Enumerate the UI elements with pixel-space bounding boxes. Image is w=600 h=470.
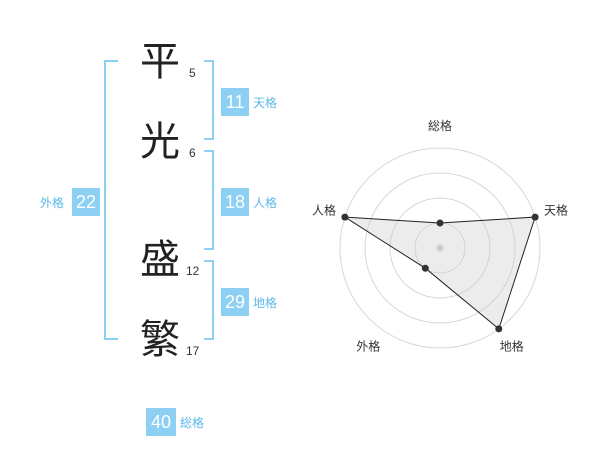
jinkaku-bracket bbox=[204, 150, 214, 250]
chikaku-value: 29 bbox=[221, 288, 249, 316]
stroke-count-4: 17 bbox=[186, 344, 200, 358]
radar-point-3 bbox=[495, 325, 503, 333]
radar-axis-label-1: 総格 bbox=[428, 118, 452, 133]
radar-ring-3 bbox=[364, 172, 516, 324]
radar-axis-label-3: 地格 bbox=[500, 339, 524, 354]
stroke-count-2: 6 bbox=[189, 146, 196, 160]
soukaku-label: 総格 bbox=[180, 416, 205, 430]
radar-point-2 bbox=[531, 213, 539, 221]
chikaku-bracket bbox=[204, 260, 214, 340]
jinkaku-value: 18 bbox=[221, 188, 249, 216]
radar-axis-label-5: 人格 bbox=[312, 202, 336, 217]
jinkaku-label: 人格 bbox=[253, 196, 278, 210]
tenkaku-value: 11 bbox=[221, 88, 249, 116]
soukaku-value: 40 bbox=[146, 408, 176, 436]
tenkaku-label: 天格 bbox=[253, 96, 278, 110]
radar-ring-4 bbox=[339, 147, 541, 349]
name-char-1: 平 bbox=[140, 39, 180, 85]
tenkaku-bracket bbox=[204, 60, 214, 140]
radar-center-dot bbox=[436, 244, 444, 252]
radar-ring-2 bbox=[389, 197, 491, 299]
stroke-count-1: 5 bbox=[189, 66, 196, 80]
name-char-3: 盛 bbox=[140, 237, 180, 283]
chikaku-label: 地格 bbox=[253, 296, 278, 310]
stroke-count-3: 12 bbox=[186, 264, 200, 278]
radar-axis-label-4: 外格 bbox=[356, 339, 380, 354]
radar-axis-label-2: 天格 bbox=[544, 202, 568, 217]
radar-point-4 bbox=[421, 264, 429, 272]
radar-value-polygon bbox=[344, 216, 536, 330]
gaikaku-label: 外格 bbox=[40, 196, 65, 210]
name-char-2: 光 bbox=[140, 119, 180, 165]
name-char-4: 繁 bbox=[140, 317, 180, 363]
radar-point-1 bbox=[436, 219, 444, 227]
gaikaku-bracket bbox=[104, 60, 118, 340]
radar-point-5 bbox=[341, 213, 349, 221]
gaikaku-value: 22 bbox=[72, 188, 100, 216]
